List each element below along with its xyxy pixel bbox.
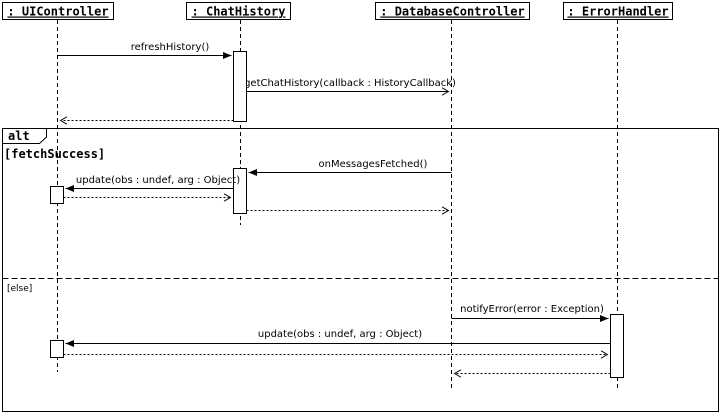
alt-operator-pentagon [2, 128, 47, 144]
lifeline-head-label: : DatabaseController [380, 5, 525, 19]
message-label: notifyError(error : Exception) [460, 304, 604, 315]
guard-else-label: [else] [7, 284, 32, 294]
activation-chathistory-1[interactable] [233, 51, 247, 122]
activation-uicontroller-2[interactable] [50, 340, 64, 358]
alt-operator-label: alt [8, 129, 30, 143]
lifeline-head-errorhandler[interactable]: : ErrorHandler [563, 2, 673, 20]
activation-uicontroller-1[interactable] [50, 186, 64, 204]
activation-chathistory-2[interactable] [233, 168, 247, 214]
message-label: onMessagesFetched() [319, 159, 428, 170]
lifeline-head-uicontroller[interactable]: : UIController [2, 2, 114, 20]
message-label: refreshHistory() [131, 42, 210, 53]
guard-fetchsuccess-label: [fetchSuccess] [4, 147, 105, 161]
lifeline-head-box[interactable] [375, 2, 530, 20]
message-label: update(obs : undef, arg : Object) [258, 329, 422, 340]
message-label: getChatHistory(callback : HistoryCallbac… [244, 78, 456, 89]
lifeline-head-label: : UIController [7, 5, 108, 19]
lifeline-head-label: : ErrorHandler [567, 5, 668, 19]
message-on-messages-fetched[interactable]: onMessagesFetched() [248, 159, 452, 176]
lifeline-head-databasecontroller[interactable]: : DatabaseController [375, 2, 530, 20]
message-notify-error[interactable]: notifyError(error : Exception) [451, 304, 609, 322]
lifeline-head-label: : ChatHistory [192, 5, 286, 19]
lifeline-head-chathistory[interactable]: : ChatHistory [186, 2, 291, 20]
lifeline-head-box[interactable] [2, 2, 114, 20]
message-refresh-history[interactable]: refreshHistory() [57, 42, 232, 59]
activation-errorhandler[interactable] [610, 314, 624, 378]
message-update-success[interactable]: update(obs : undef, arg : Object) [65, 175, 241, 192]
lifeline-head-box[interactable] [563, 2, 673, 20]
lifeline-head-box[interactable] [186, 2, 291, 20]
message-update-else[interactable]: update(obs : undef, arg : Object) [65, 329, 611, 347]
message-label: update(obs : undef, arg : Object) [76, 175, 240, 186]
alt-fragment-frame[interactable] [2, 128, 719, 412]
message-get-chat-history[interactable]: getChatHistory(callback : HistoryCallbac… [244, 78, 456, 96]
